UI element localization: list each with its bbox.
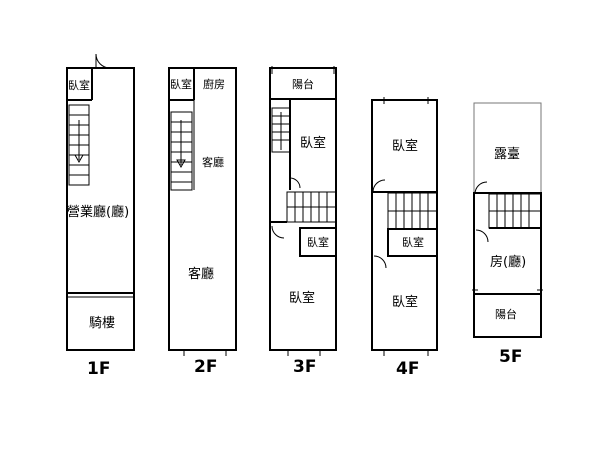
1f-bedroom-label: 臥室 — [68, 78, 90, 92]
2f-outer-wall — [168, 67, 237, 351]
3f-small-bedroom-wall — [299, 227, 337, 257]
floor-label-3f: 3F — [293, 357, 316, 377]
3f-staircase-mid — [286, 191, 337, 223]
floor-plan-1f: 臥室 營業廳(廳) 騎樓 — [66, 53, 135, 351]
4f-small-bedroom-wall — [387, 228, 438, 257]
floor-plan-3f: 臥室 陽台 臥室 臥室 — [269, 66, 337, 356]
4f-bedroom-top-label: 臥室 — [392, 138, 418, 154]
2f-bedroom-label: 臥室 — [170, 77, 192, 91]
floor-label-4f: 4F — [396, 359, 419, 379]
3f-bedroom-top-label: 臥室 — [300, 135, 326, 151]
3f-bedroom-bottom-label: 臥室 — [289, 290, 315, 306]
1f-outer-wall — [66, 67, 135, 351]
3f-staircase-upper — [271, 107, 291, 153]
floor-label-5f: 5F — [499, 347, 522, 367]
floor-plan-2f: 臥室 廚房 客廳 客廳 — [168, 67, 237, 356]
4f-staircase — [387, 192, 438, 230]
2f-kitchen-label: 廚房 — [203, 77, 225, 91]
5f-balcony-label: 陽台 — [495, 307, 517, 321]
1f-door-arc — [95, 53, 111, 69]
2f-living-room-upper-label: 客廳 — [202, 155, 224, 169]
5f-terrace-label: 露臺 — [494, 147, 520, 162]
floor-plan-5f: 露臺 房(廳) 陽台 — [472, 102, 543, 338]
5f-staircase — [488, 193, 542, 229]
1f-business-hall-label: 營業廳(廳) — [67, 204, 129, 220]
2f-living-room-lower-label: 客廳 — [188, 266, 214, 282]
1f-staircase — [68, 104, 90, 186]
5f-outer-wall — [473, 192, 542, 338]
4f-bedroom-bottom-label: 臥室 — [392, 294, 418, 310]
3f-balcony-label: 陽台 — [292, 77, 314, 91]
floor-plan-4f: 臥室 臥室 臥室 — [371, 97, 438, 356]
2f-staircase — [170, 111, 193, 191]
3f-small-bedroom-label: 臥室 — [307, 235, 329, 249]
1f-arcade-label: 騎樓 — [89, 316, 115, 331]
floor-label-1f: 1F — [87, 359, 110, 379]
floor-label-2f: 2F — [194, 357, 217, 377]
4f-small-bedroom-label: 臥室 — [402, 235, 424, 249]
5f-room-hall-label: 房(廳) — [490, 254, 526, 270]
